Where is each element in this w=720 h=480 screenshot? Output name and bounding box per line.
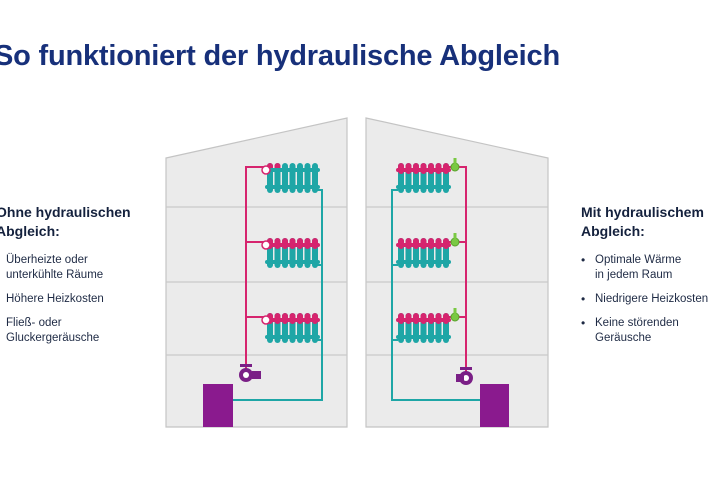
boiler-icon [203,384,233,427]
pump-icon [456,367,473,385]
pump-icon [239,364,261,382]
house-left [165,117,348,428]
right-heading-line1: Mit hydraulischem [581,204,704,220]
left-panel-without-balancing: Ohne hydraulischen Abgleich: Überheizte … [0,203,156,355]
thermostatic-valve-icon [261,315,271,325]
thermostatic-valve-icon [261,165,271,175]
list-item: Höhere Heizkosten [6,293,104,305]
house-right [365,117,549,428]
right-heading-line2: Abgleich: [581,223,645,239]
boiler-icon [480,384,509,427]
page-title: So funktioniert der hydraulische Abgleic… [0,40,560,72]
right-panel-heading: Mit hydraulischem Abgleich: [581,203,720,241]
list-item: Niedrigere Heizkosten [581,292,720,307]
left-heading-line1: Ohne hydraulischen [0,204,131,220]
return-pipe [391,189,481,401]
left-panel-heading: Ohne hydraulischen Abgleich: [0,203,156,241]
right-panel-with-balancing: Mit hydraulischem Abgleich: Optimale Wär… [581,203,720,355]
left-heading-line2: Abgleich: [0,223,60,239]
thermostatic-valve-icon [261,240,271,250]
